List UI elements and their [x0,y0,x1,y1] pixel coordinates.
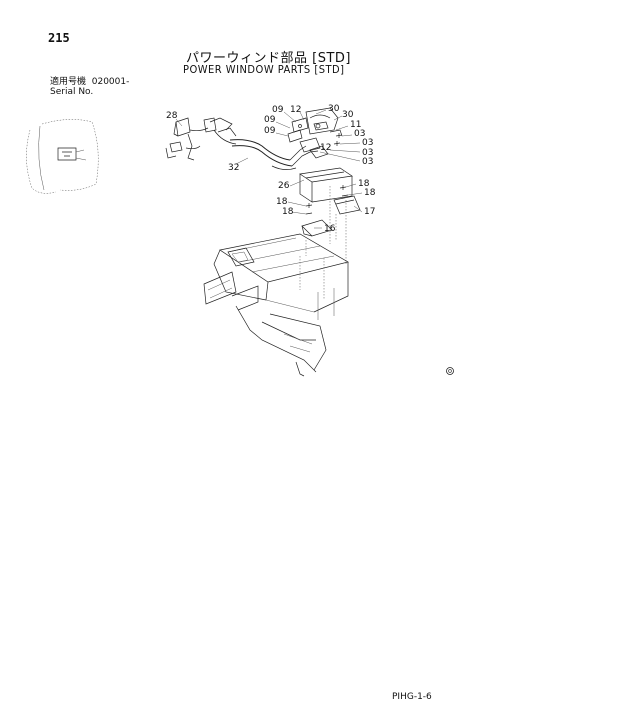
title-english: POWER WINDOW PARTS [STD] [183,63,345,76]
callout-18: 18 [364,188,376,198]
control-box [299,167,353,203]
callout-18: 18 [276,197,288,207]
serial-label-jp: 適用号機 [50,77,87,87]
callout-30: 30 [342,110,354,120]
callout-03: 03 [362,157,373,167]
circle-mark-icon [446,367,454,375]
serial-value: 020001- [91,77,130,87]
leader-lines [175,109,363,229]
callout-12: 12 [320,143,331,153]
callout-09: 09 [272,105,284,115]
callout-11: 11 [350,120,361,130]
callout-18: 18 [282,207,294,217]
callout-03: 03 [362,138,373,148]
callout-18: 18 [358,179,370,189]
callout-17: 17 [364,207,375,217]
bracket-17 [333,185,361,215]
bolts-03 [309,133,343,153]
callout-32: 32 [228,163,239,173]
callout-03: 03 [354,129,365,139]
footer-code: PIHG-1-6 [392,692,432,702]
callout-09: 09 [264,115,276,125]
callout-09: 09 [264,126,276,136]
cab-frame [203,186,349,377]
bracket-16 [301,203,333,237]
inset-view [26,119,99,194]
callout-28: 28 [166,111,178,121]
callout-16: 16 [324,224,336,234]
harness [229,139,311,170]
title-japanese: パワーウィンド部品 [STD] [186,51,351,66]
serial-label-en: Serial No. [50,87,94,97]
page-number: 215 [48,31,70,45]
serial-row-jp: 適用号機 020001- [50,77,129,87]
callout-03: 03 [362,148,373,158]
serial-info: 適用号機 020001- Serial No. [50,77,129,97]
switch-assembly [165,117,237,161]
callout-12: 12 [290,105,301,115]
callout-labels: 28 09 12 30 30 09 11 09 03 12 03 03 03 3… [166,104,376,234]
callout-30: 30 [328,104,340,114]
callout-26: 26 [278,181,290,191]
